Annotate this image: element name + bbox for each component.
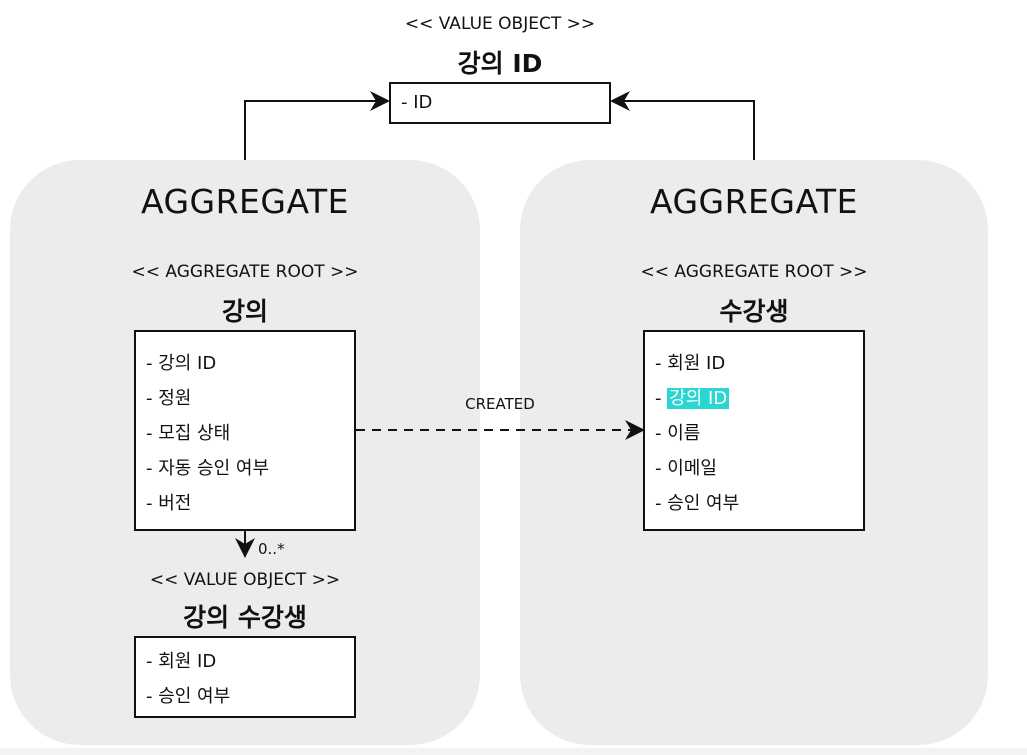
right-aggregate-title: AGGREGATE (649, 182, 858, 221)
right-root-field: - 이름 (655, 423, 701, 444)
top-vo-field: - ID (401, 92, 433, 113)
field-prefix: - (655, 388, 668, 409)
left-vo-title: 강의 수강생 (183, 603, 307, 632)
left-aggregate-title: AGGREGATE (140, 182, 349, 221)
right-root-field: - 회원 ID (655, 353, 726, 374)
top-vo-title: 강의 ID (457, 49, 543, 78)
left-root-field: - 강의 ID (146, 353, 217, 374)
created-label: CREATED (465, 395, 535, 413)
left-vo-field: - 승인 여부 (146, 686, 231, 707)
bottom-strip (0, 748, 1027, 755)
left-to-vo-line (244, 91, 390, 160)
top-vo-stereotype: << VALUE OBJECT >> (404, 14, 596, 34)
right-to-vo-line (610, 91, 755, 160)
right-root-field-highlighted: - 강의 ID (655, 381, 853, 416)
right-root-title: 수강생 (719, 297, 789, 326)
left-root-box: - 강의 ID - 정원 - 모집 상태 - 자동 승인 여부 - 버전 (134, 330, 356, 531)
left-root-field: - 자동 승인 여부 (146, 458, 270, 479)
left-root-field: - 모집 상태 (146, 423, 231, 444)
right-root-stereotype: << AGGREGATE ROOT >> (640, 262, 868, 282)
left-root-title: 강의 (221, 297, 268, 326)
left-root-stereotype: << AGGREGATE ROOT >> (131, 262, 359, 282)
left-vo-field: - 회원 ID (146, 651, 217, 672)
right-root-field: - 이메일 (655, 458, 717, 479)
right-root-box: - 회원 ID - 강의 ID - 이름 - 이메일 - 승인 여부 (643, 330, 865, 531)
top-vo-box: - ID (389, 82, 611, 124)
left-root-field: - 버전 (146, 493, 192, 514)
multiplicity-label: 0..* (258, 540, 285, 558)
right-root-field: - 승인 여부 (655, 493, 740, 514)
left-root-field: - 정원 (146, 388, 192, 409)
left-vo-stereotype: << VALUE OBJECT >> (149, 570, 341, 590)
highlighted-text[interactable]: 강의 ID (667, 388, 730, 409)
left-vo-box: - 회원 ID - 승인 여부 (134, 636, 356, 718)
